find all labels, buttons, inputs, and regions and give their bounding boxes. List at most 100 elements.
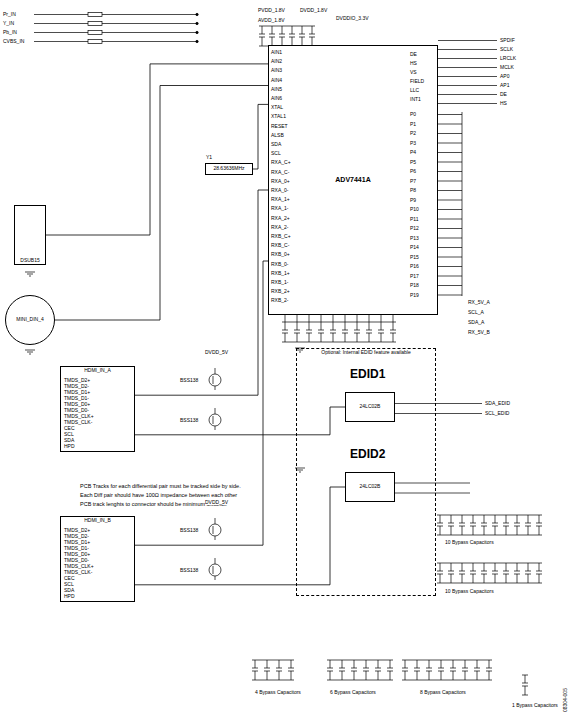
ground-symbol (29, 276, 31, 277)
signal-label: BSS138 (180, 378, 198, 383)
cap-plate (503, 571, 509, 572)
cap-lead (495, 563, 496, 571)
signal-label: DE (500, 92, 507, 97)
ground-rail (282, 342, 396, 343)
ground-rail (327, 680, 393, 681)
input-wire (34, 14, 88, 15)
bus-wire (438, 247, 462, 248)
cap-lead (267, 660, 268, 668)
transistor-lead (215, 558, 216, 564)
bus-wire (438, 133, 462, 134)
cap-lead (451, 526, 452, 535)
transistor-lead (215, 408, 216, 414)
ground-symbol (25, 350, 35, 351)
signal-label: P11 (410, 217, 419, 222)
signal-label: FIELD (410, 79, 424, 84)
supply-rail (282, 322, 396, 323)
bus-wire (438, 200, 462, 201)
cap-lead (378, 660, 379, 668)
cap-lead (441, 671, 442, 680)
node-text: HDMI_IN_A (82, 367, 113, 375)
cap-plate (289, 34, 295, 35)
cap-lead (506, 563, 507, 571)
cap-lead (462, 526, 463, 535)
cap-lead (525, 675, 526, 683)
cap-lead (390, 671, 391, 680)
cap-lead (506, 574, 507, 583)
cap-lead (291, 671, 292, 680)
cap-lead (390, 660, 391, 668)
cap-lead (381, 322, 382, 330)
cap-lead (539, 526, 540, 535)
signal-label: HPD (64, 594, 75, 599)
ground-symbol (27, 352, 33, 353)
signal-label: RXB_2- (271, 298, 289, 303)
supply-rail (259, 26, 315, 27)
bus-wire (438, 152, 462, 153)
cap-lead (451, 574, 452, 583)
cap-lead (330, 660, 331, 668)
component-box: DSUB15 (14, 205, 46, 265)
ground-symbol (25, 272, 35, 273)
signal-label: BSS138 (180, 568, 198, 573)
transistor-symbol (209, 524, 221, 536)
cap-plate (448, 523, 454, 524)
signal-label: Y1 (206, 155, 212, 160)
cap-lead (477, 660, 478, 668)
wire-connector (253, 104, 268, 169)
signal-label: Y_IN (3, 21, 14, 26)
transistor-lead (215, 386, 216, 390)
cap-lead (333, 333, 334, 342)
block-title: EDID1 (350, 368, 385, 380)
ground-symbol (297, 470, 303, 471)
resistor-symbol (88, 13, 102, 17)
cap-plate (252, 668, 258, 669)
cap-plate (330, 330, 336, 331)
signal-label: RXA_C+ (271, 160, 291, 165)
cap-lead (369, 322, 370, 330)
cap-lead (297, 333, 298, 342)
transistor-lead (215, 368, 216, 374)
ddc-wire (395, 483, 470, 484)
cap-lead (302, 26, 303, 34)
input-wire (102, 23, 196, 24)
cap-plate (525, 523, 531, 524)
resistor-symbol (88, 22, 102, 26)
signal-label: TMDS_D2+ (64, 528, 90, 533)
cap-plate (426, 668, 432, 669)
cap-lead (465, 660, 466, 668)
cap-lead (473, 574, 474, 583)
cap-lead (378, 671, 379, 680)
cap-lead (441, 660, 442, 668)
cap-lead (333, 322, 334, 330)
signal-label: DVDDIO_3.3V (336, 16, 369, 21)
cap-plate (536, 571, 542, 572)
design-note: Each Diff pair should have 100Ω impedanc… (80, 493, 237, 499)
cap-lead (484, 563, 485, 571)
signal-label: SDA (271, 142, 281, 147)
signal-label: P14 (410, 245, 419, 250)
cap-lead (462, 574, 463, 583)
cap-plate (390, 330, 396, 331)
signal-label: XTAL1 (271, 114, 286, 119)
cap-plate (459, 523, 465, 524)
signal-label: TMDS_D1+ (64, 540, 90, 545)
signal-label: HS (410, 61, 417, 66)
cap-lead (539, 563, 540, 571)
signal-label: TMDS_D2+ (64, 378, 90, 383)
cap-lead (366, 660, 367, 668)
cap-lead (297, 322, 298, 330)
signal-label: P19 (410, 293, 419, 298)
cap-plate (414, 668, 420, 669)
cap-lead (473, 563, 474, 571)
signal-label: DE (410, 52, 417, 57)
signal-label: P1 (410, 122, 416, 127)
output-wire (438, 94, 497, 95)
signal-label: SCL (271, 151, 281, 156)
signal-label: TMDS_CLK+ (64, 414, 94, 419)
signal-label: TMDS_CLK- (64, 420, 92, 425)
bus-wire (438, 257, 462, 258)
signal-label: RXB_C+ (271, 234, 291, 239)
signal-label: 8 Bypass Capacitors (420, 690, 466, 695)
input-wire (34, 23, 88, 24)
